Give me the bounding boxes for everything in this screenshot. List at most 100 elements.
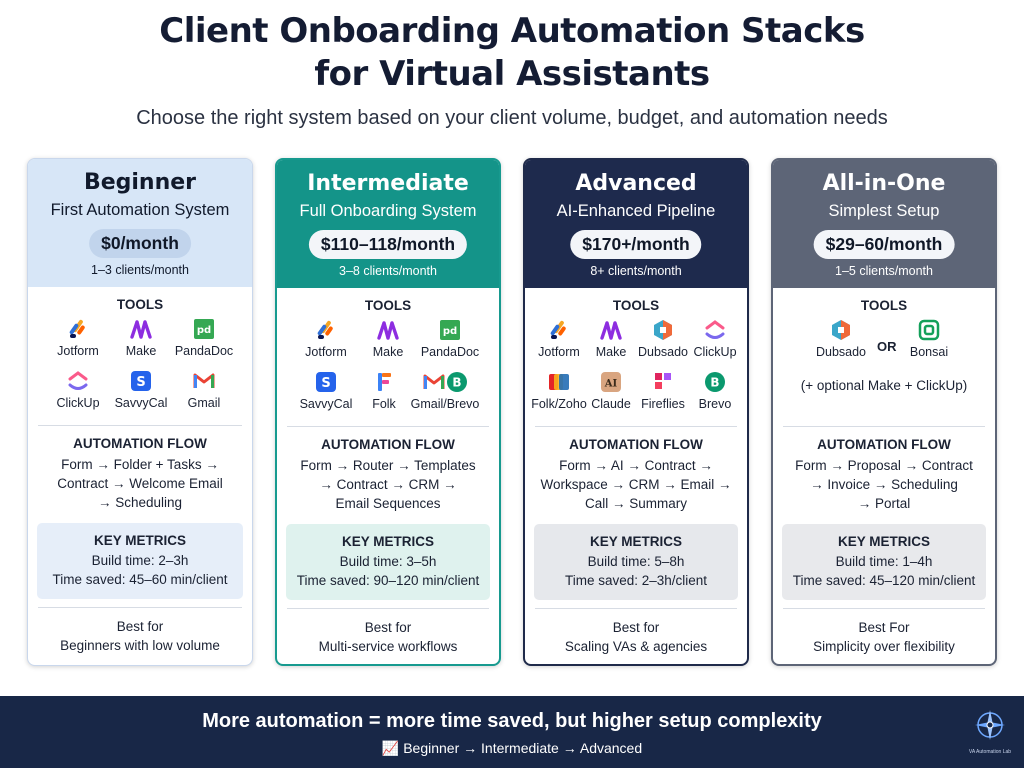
divider <box>38 607 242 608</box>
metrics-heading: KEY METRICS <box>341 534 434 549</box>
client-volume: 8+ clients/month <box>590 264 682 278</box>
flow-line: Contract → Welcome Email <box>57 476 223 491</box>
footer-banner: More automation = more time saved, but h… <box>0 696 1024 768</box>
tool-name: Bonsai <box>909 345 949 359</box>
tools-heading: TOOLS <box>612 298 660 313</box>
tool-jotform: Jotform <box>48 318 108 358</box>
price-badge: $29–60/month <box>813 230 955 259</box>
tools-section: TOOLS Jotform Make Dubsado ClickUp Folk/… <box>525 298 747 423</box>
flow-line: Form → Folder + Tasks → <box>61 457 219 472</box>
tool-gmail-brevo: Gmail/Brevo <box>411 371 479 411</box>
time-saved: Time saved: 45–60 min/client <box>52 572 228 587</box>
flow-heading: AUTOMATION FLOW <box>321 437 455 452</box>
metrics-heading: KEY METRICS <box>93 533 186 548</box>
tier-subtitle: AI-Enhanced Pipeline <box>556 202 716 220</box>
brevo-icon <box>704 371 726 393</box>
tool-pandadoc: PandaDoc <box>174 318 234 358</box>
tool-name: SavvyCal <box>114 396 168 410</box>
card-all-in-one: All-in-One Simplest Setup $29–60/month 1… <box>771 158 997 666</box>
client-volume: 3–8 clients/month <box>339 264 437 278</box>
savvycal-icon <box>315 371 337 393</box>
footer-subtitle: 📈 Beginner → Intermediate → Advanced <box>0 740 1024 757</box>
tool-name: Gmail/Brevo <box>410 397 480 411</box>
compass-logo-icon <box>975 710 1005 740</box>
dubsado-icon <box>830 319 852 341</box>
chart-icon: 📈 <box>381 740 400 756</box>
metrics-heading: KEY METRICS <box>589 534 682 549</box>
make-icon <box>377 319 399 341</box>
time-saved: Time saved: 45–120 min/client <box>792 573 976 588</box>
pandadoc-icon <box>439 319 461 341</box>
tool-name: Brevo <box>698 397 732 411</box>
tool-name: SavvyCal <box>299 397 353 411</box>
key-metrics: KEY METRICS Build time: 2–3h Time saved:… <box>37 523 243 599</box>
tools-heading: TOOLS <box>364 298 412 313</box>
divider <box>287 426 489 427</box>
build-time: Build time: 1–4h <box>835 554 933 569</box>
tier-subtitle: Simplest Setup <box>828 202 940 220</box>
divider <box>38 425 242 426</box>
build-time: Build time: 3–5h <box>339 554 437 569</box>
time-saved: Time saved: 90–120 min/client <box>296 573 480 588</box>
tool-name: ClickUp <box>693 345 737 359</box>
make-icon <box>130 318 152 340</box>
tool-gmail: Gmail <box>174 370 234 410</box>
tool-name: Folk <box>372 397 396 411</box>
tool-jotform: Jotform <box>529 319 589 359</box>
tool-name: PandaDoc <box>174 344 234 358</box>
tool-savvycal: SavvyCal <box>296 371 356 411</box>
clickup-icon <box>67 370 89 392</box>
progression-text: Beginner → Intermediate → Advanced <box>403 740 643 756</box>
card-advanced: Advanced AI-Enhanced Pipeline $170+/mont… <box>523 158 749 666</box>
tool-folk-zoho: Folk/Zoho <box>529 371 589 411</box>
flow-heading: AUTOMATION FLOW <box>73 436 207 451</box>
automation-flow: AUTOMATION FLOW Form → Router → Template… <box>277 437 499 513</box>
best-for-label: Best for <box>612 620 660 635</box>
client-volume: 1–3 clients/month <box>91 263 189 277</box>
tool-name: Jotform <box>538 345 580 359</box>
flow-line: Form → AI → Contract → <box>559 458 713 473</box>
savvycal-icon <box>130 370 152 392</box>
metrics-heading: KEY METRICS <box>837 534 930 549</box>
divider <box>535 426 737 427</box>
tool-dubsado: Dubsado <box>811 319 871 359</box>
flow-line: → Scheduling <box>97 495 183 510</box>
key-metrics: KEY METRICS Build time: 5–8h Time saved:… <box>534 524 738 600</box>
flow-line: Email Sequences <box>335 496 441 511</box>
best-for-label: Best for <box>116 619 164 634</box>
best-for-value: Simplicity over flexibility <box>813 639 955 654</box>
tool-jotform: Jotform <box>296 319 356 359</box>
pandadoc-icon <box>193 318 215 340</box>
card-header: Advanced AI-Enhanced Pipeline $170+/mont… <box>525 160 747 288</box>
best-for-value: Scaling VAs & agencies <box>564 639 708 654</box>
brand-logo: VA Automation Lab <box>968 708 1012 760</box>
client-volume: 1–5 clients/month <box>835 264 933 278</box>
tool-make: Make <box>358 319 418 359</box>
brevo-icon <box>446 371 468 393</box>
tool-name: Make <box>125 344 157 358</box>
flow-line: → Portal <box>857 496 911 511</box>
flow-line: → Invoice → Scheduling <box>810 477 958 492</box>
tier-subtitle: Full Onboarding System <box>299 202 477 220</box>
card-header: Intermediate Full Onboarding System $110… <box>277 160 499 288</box>
flow-heading: AUTOMATION FLOW <box>569 437 703 452</box>
best-for: Best For Simplicity over flexibility <box>773 618 995 656</box>
tool-claude: Claude <box>581 371 641 411</box>
automation-flow: AUTOMATION FLOW Form → Folder + Tasks → … <box>28 436 252 512</box>
time-saved: Time saved: 2–3h/client <box>564 573 708 588</box>
tier-title: Advanced <box>575 171 697 196</box>
card-beginner: Beginner First Automation System $0/mont… <box>27 158 253 666</box>
tier-subtitle: First Automation System <box>50 201 230 219</box>
page-subtitle: Choose the right system based on your cl… <box>136 107 888 129</box>
tool-name: PandaDoc <box>420 345 480 359</box>
card-header: All-in-One Simplest Setup $29–60/month 1… <box>773 160 995 288</box>
footer-title: More automation = more time saved, but h… <box>202 710 822 732</box>
automation-flow: AUTOMATION FLOW Form → AI → Contract → W… <box>525 437 747 513</box>
tool-name: Make <box>595 345 627 359</box>
fireflies-icon <box>652 371 674 393</box>
jotform-icon <box>315 319 337 341</box>
price-badge: $0/month <box>89 229 191 258</box>
tool-name: Fireflies <box>641 397 685 411</box>
best-for-value: Beginners with low volume <box>60 638 220 653</box>
price-badge: $170+/month <box>570 230 702 259</box>
